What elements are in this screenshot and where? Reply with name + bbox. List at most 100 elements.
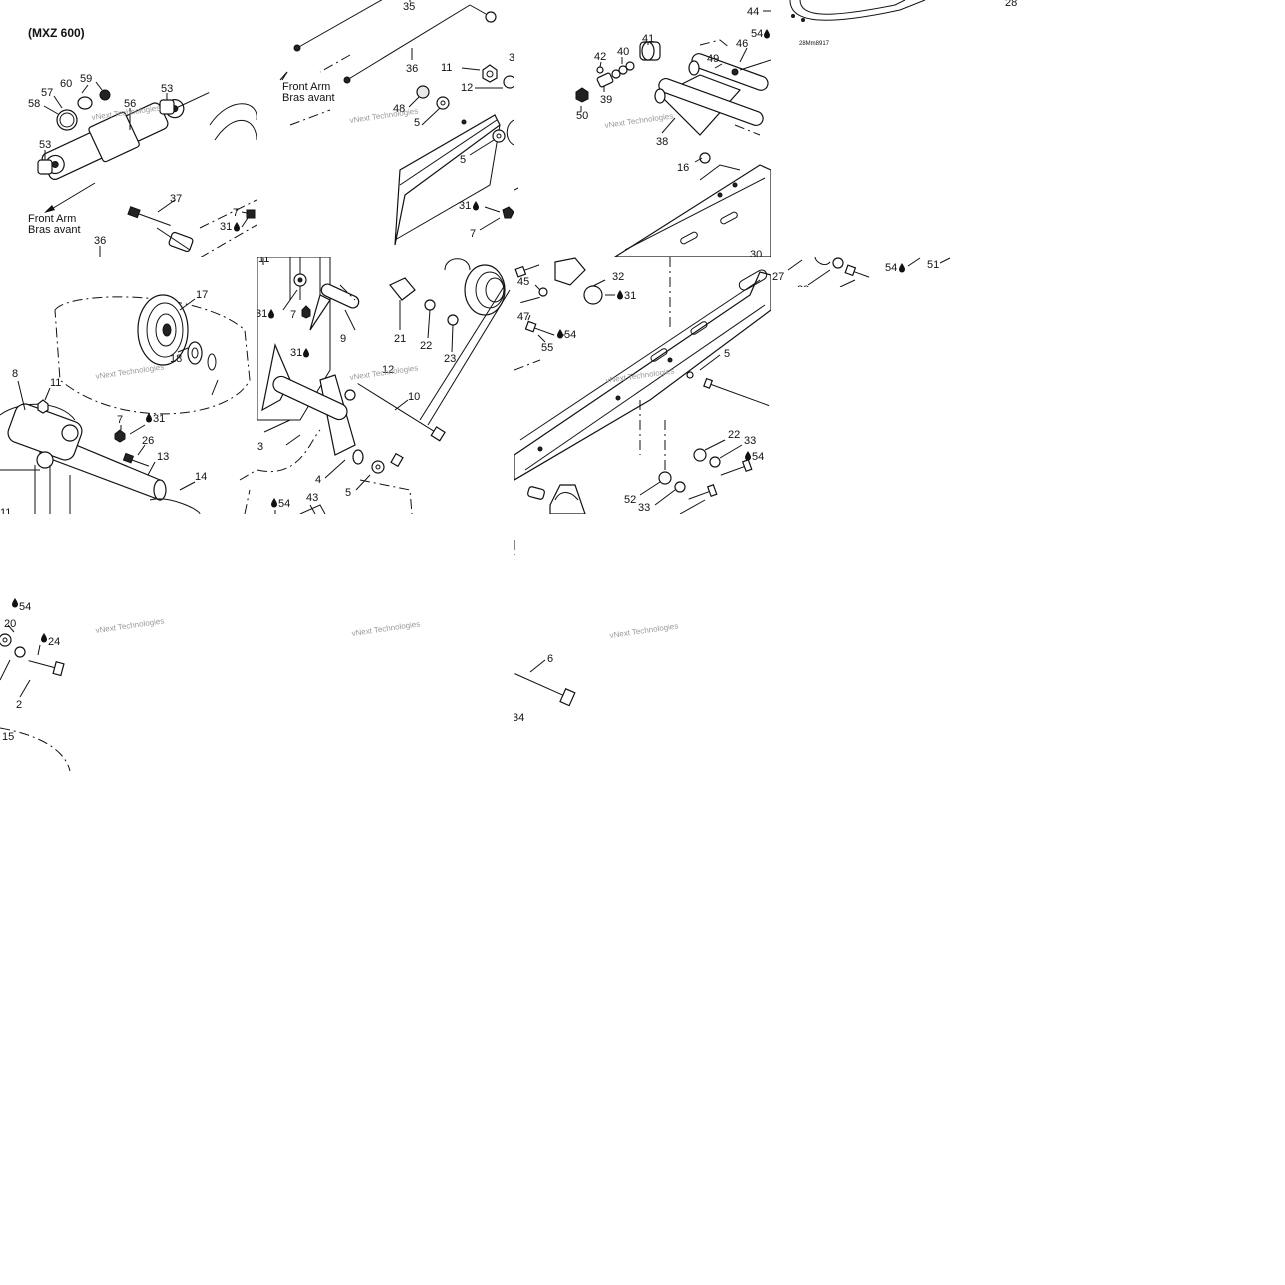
callout-52: 52 bbox=[624, 494, 636, 506]
callout-56: 56 bbox=[124, 98, 136, 110]
callout-45: 45 bbox=[517, 276, 529, 288]
callout-17: 17 bbox=[196, 289, 208, 301]
callout-46: 46 bbox=[736, 38, 748, 50]
watermark-4: vNext Technologies bbox=[95, 362, 165, 381]
callout-11-top: 11 bbox=[441, 62, 452, 74]
callout-7-c: 7 bbox=[117, 414, 123, 426]
callout-9: 9 bbox=[340, 333, 346, 345]
callout-18: 18 bbox=[170, 353, 182, 365]
callout-6: 6 bbox=[547, 653, 553, 665]
callout-30: 30 bbox=[828, 286, 840, 298]
watermark-8: vNext Technologies bbox=[351, 619, 421, 638]
callout-49: 49 bbox=[707, 53, 719, 65]
callout-36: 36 bbox=[94, 235, 106, 247]
tile-bolts-lower-left: 54 20 24 2 15 vNext Technologies bbox=[0, 598, 165, 771]
tile-shock-absorber: (MXZ 600) Front Arm Bras ava bbox=[28, 26, 257, 257]
callout-54-f: 54 bbox=[19, 601, 31, 613]
callout-54-e: 54 bbox=[752, 451, 764, 463]
callout-20: 20 bbox=[4, 618, 16, 630]
callout-16: 16 bbox=[677, 162, 689, 174]
callout-47: 47 bbox=[517, 311, 529, 323]
callout-59: 59 bbox=[80, 73, 92, 85]
callout-38: 38 bbox=[656, 136, 668, 148]
callout-48: 48 bbox=[393, 103, 405, 115]
callout-50: 50 bbox=[576, 110, 588, 122]
callout-41: 41 bbox=[642, 33, 654, 45]
callout-54-a: 54 bbox=[751, 28, 763, 40]
callout-55: 55 bbox=[541, 342, 553, 354]
tile-rail-top-right: 28Mm8917 28 bbox=[789, 0, 1017, 47]
callout-29: 29 bbox=[797, 284, 809, 296]
callout-31: 31 bbox=[220, 221, 232, 233]
callout-22-c: 22 bbox=[728, 429, 740, 441]
callout-4: 4 bbox=[315, 474, 321, 486]
callout-31-d: 31 bbox=[255, 308, 267, 320]
callout-11-bottom: 11 bbox=[0, 507, 11, 519]
callout-31-e: 31 bbox=[290, 347, 302, 359]
tile-rear-arm: 30 42 40 41 49 46 54 50 39 38 16 44 vNex… bbox=[514, 6, 771, 261]
tile-slide-rail: 45 32 31 47 54 55 5 22 33 54 52 33 vNext… bbox=[514, 257, 771, 514]
watermark-9: vNext Technologies bbox=[609, 621, 679, 640]
callout-12-b: 12 bbox=[382, 364, 394, 376]
front-arm-label-en-2: Front Arm bbox=[282, 81, 330, 93]
callout-42: 42 bbox=[594, 51, 606, 63]
callout-11-mid: 11 bbox=[50, 377, 61, 389]
callout-39: 39 bbox=[600, 94, 612, 106]
callout-32: 32 bbox=[612, 271, 624, 283]
watermark-3: vNext Technologies bbox=[604, 111, 674, 130]
front-arm-label-fr-2: Bras avant bbox=[282, 92, 335, 104]
callout-54-c: 54 bbox=[278, 498, 290, 510]
callout-7-b: 7 bbox=[470, 228, 476, 240]
callout-31-b: 31 bbox=[459, 200, 471, 212]
callout-33-b: 33 bbox=[638, 502, 650, 514]
callout-44: 44 bbox=[747, 6, 759, 18]
callout-11-frame: 11 bbox=[258, 253, 269, 265]
callout-37: 37 bbox=[170, 193, 182, 205]
callout-54-d: 54 bbox=[564, 329, 576, 341]
callout-22-b: 22 bbox=[231, 416, 243, 428]
callout-26: 26 bbox=[142, 435, 154, 447]
callout-54-b: 54 bbox=[885, 262, 897, 274]
callout-34: 34 bbox=[512, 712, 524, 724]
callout-19: 19 bbox=[210, 407, 222, 419]
callout-36-b: 36 bbox=[406, 63, 418, 75]
watermark-7: vNext Technologies bbox=[95, 616, 165, 635]
callout-53-bottom: 53 bbox=[39, 139, 51, 151]
tile-long-bolt: 6 34 vNext Technologies bbox=[512, 540, 679, 724]
callout-14: 14 bbox=[195, 471, 207, 483]
front-arm-label-en: Front Arm bbox=[28, 213, 76, 225]
callout-30-partial: 30 bbox=[750, 249, 762, 261]
callout-15: 15 bbox=[2, 731, 14, 743]
callout-43: 43 bbox=[306, 492, 318, 504]
callout-5-d: 5 bbox=[724, 348, 730, 360]
callout-21: 21 bbox=[394, 333, 406, 345]
callout-23: 23 bbox=[444, 353, 456, 365]
callout-40: 40 bbox=[617, 46, 629, 58]
tile-front-arm-rods: Front Arm Bras avant 35 36 11 3 12 48 5 … bbox=[279, 0, 515, 246]
callout-58: 58 bbox=[28, 98, 40, 110]
tile-frame-axle: 11 31 7 31 9 21 22 23 19 22 1 3 12 10 4 … bbox=[210, 253, 511, 514]
callout-51: 51 bbox=[927, 259, 939, 271]
callout-35: 35 bbox=[403, 1, 415, 13]
tile-rail-right: 27 29 30 54 51 bbox=[772, 257, 951, 298]
diagram-title: (MXZ 600) bbox=[28, 26, 85, 40]
callout-10: 10 bbox=[408, 391, 420, 403]
callout-53-top: 53 bbox=[161, 83, 173, 95]
callout-27: 27 bbox=[772, 271, 784, 283]
callout-60: 60 bbox=[60, 78, 72, 90]
callout-57: 57 bbox=[41, 87, 53, 99]
front-arm-label-fr: Bras avant bbox=[28, 224, 81, 236]
callout-8: 8 bbox=[12, 368, 18, 380]
callout-7-d: 7 bbox=[290, 309, 296, 321]
callout-28: 28 bbox=[1005, 0, 1017, 9]
callout-5-top: 5 bbox=[414, 117, 420, 129]
callout-12: 12 bbox=[461, 82, 473, 94]
callout-3-partial: 3 bbox=[509, 52, 515, 64]
callout-1: 1 bbox=[250, 429, 256, 441]
callout-5-c: 5 bbox=[345, 487, 351, 499]
callout-31-f: 31 bbox=[624, 290, 636, 302]
callout-2: 2 bbox=[16, 699, 22, 711]
callout-24: 24 bbox=[48, 636, 60, 648]
